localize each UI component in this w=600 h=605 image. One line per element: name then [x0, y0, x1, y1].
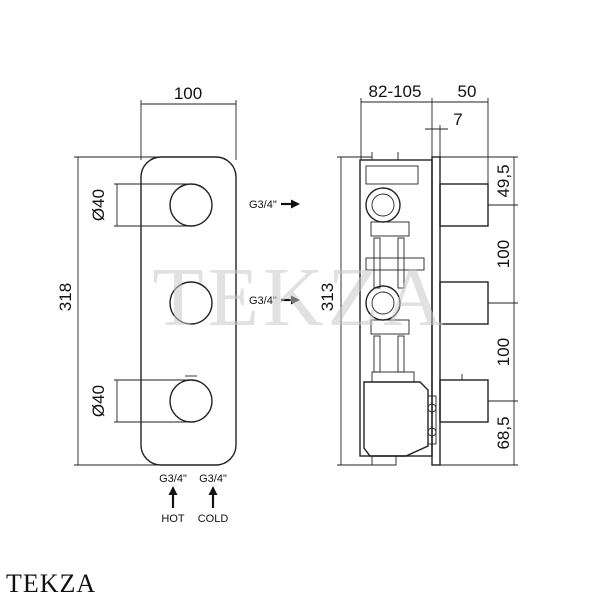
top-outlet-fitting [365, 187, 401, 223]
hot-inlet-label: HOT [161, 513, 185, 525]
outlet-top-arrowhead [291, 199, 300, 209]
cold-inlet-label: COLD [198, 513, 229, 525]
bottom-knob-diameter-label: Ø40 [89, 385, 108, 417]
width-label: 100 [174, 84, 202, 103]
spindle-bolt-lower [427, 427, 437, 437]
side-knob-top [439, 183, 489, 227]
cold-inlet-size: G3/4" [199, 473, 227, 485]
upper-rail-left [373, 237, 381, 289]
spindle-bolt-upper [427, 403, 437, 413]
watermark: TEKZA [152, 251, 447, 344]
outlet-middle-size: G3/4" [249, 295, 277, 307]
upper-rail-right [397, 237, 405, 289]
front-view: 100 318 Ø40 Ø40 G3/4" HOT G3/4" COLD [56, 84, 237, 525]
cartridge-top-cap [371, 371, 415, 383]
middle-outlet-fitting-inner [371, 291, 395, 315]
middle-knob [169, 281, 213, 325]
depth-range-label: 82-105 [369, 82, 422, 101]
body-height-label: 313 [318, 283, 337, 311]
spacing-label-top: 49,5 [494, 164, 513, 197]
hot-inlet-arrowhead [168, 486, 178, 495]
bottom-knob [169, 379, 213, 423]
valve-body-top-bracket [365, 165, 419, 185]
brand-logo-text: TEKZA [6, 569, 96, 598]
front-plate [140, 156, 237, 466]
cartridge-spindle-housing [427, 395, 437, 445]
valve-body [359, 152, 437, 466]
cartridge-bottom-outlet [371, 456, 397, 466]
spacing-label-bottom: 68,5 [494, 416, 513, 449]
top-outlet-fitting-inner [371, 193, 395, 217]
side-knob-bottom [439, 379, 489, 423]
cold-inlet-arrowhead [208, 486, 218, 495]
side-view: 82-105 50 7 313 [249, 82, 518, 466]
spacing-label-upper: 100 [494, 240, 513, 268]
outlet-middle-arrowhead [291, 295, 300, 305]
middle-outlet-fitting-collar [370, 319, 410, 335]
outlet-top-size: G3/4" [249, 199, 277, 211]
plate-thickness-label: 7 [453, 110, 462, 129]
spacing-label-lower: 100 [494, 338, 513, 366]
knob-depth-label: 50 [458, 82, 477, 101]
thermostatic-cartridge-block [363, 381, 429, 457]
upper-crossbar [365, 257, 425, 271]
height-label: 318 [56, 283, 75, 311]
hot-inlet-size: G3/4" [159, 473, 187, 485]
top-knob [169, 183, 213, 227]
top-outlet-fitting-collar [370, 221, 410, 237]
top-knob-diameter-label: Ø40 [89, 189, 108, 221]
